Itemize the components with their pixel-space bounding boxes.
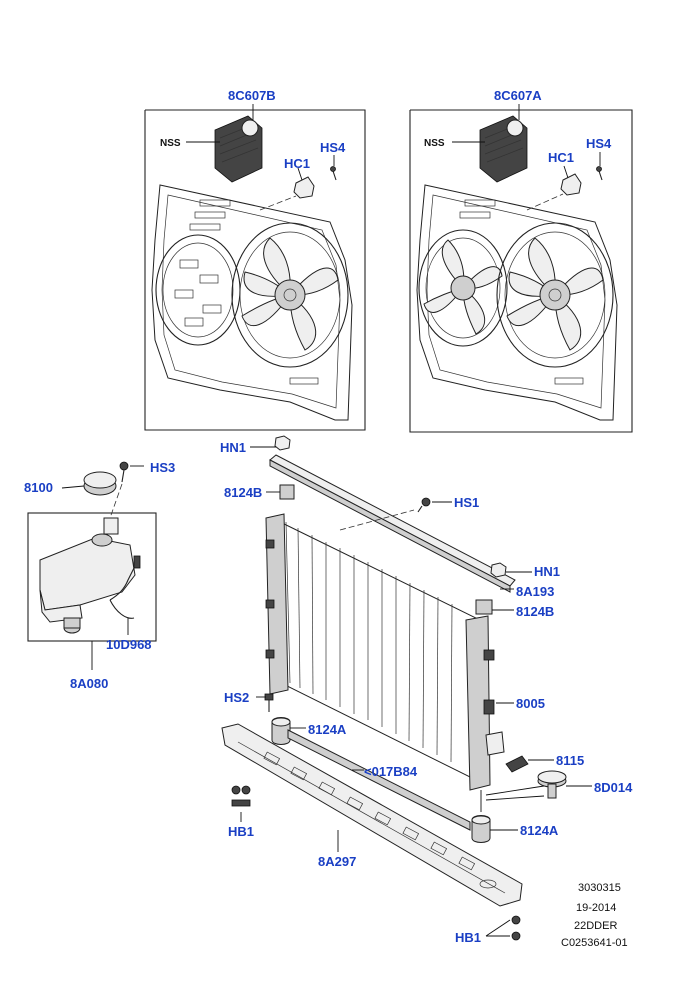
label-fan-assembly-b: 8C607B xyxy=(228,88,276,103)
label-fan-assembly-a: 8C607A xyxy=(494,88,542,103)
label-hs4-b: HS4 xyxy=(320,140,346,155)
label-deflector-8a297: 8A297 xyxy=(318,854,356,869)
reference-line-2: 19-2014 xyxy=(576,902,616,914)
coolant-reservoir-8a080 xyxy=(27,461,157,670)
label-cap-8d014: 8D014 xyxy=(594,780,633,795)
label-hn1-right: HN1 xyxy=(534,564,560,579)
label-switch-8115: 8115 xyxy=(556,753,584,768)
reference-block: 3030315 19-2014 22DDER C0253641-01 xyxy=(561,882,628,949)
label-hs3: HS3 xyxy=(150,460,175,475)
label-reservoir-8a080: 8A080 xyxy=(70,676,108,691)
reference-line-1: 3030315 xyxy=(578,882,621,894)
label-hs1: HS1 xyxy=(454,495,479,510)
label-hn1-top: HN1 xyxy=(220,440,246,455)
label-mount-8124b-top: 8124B xyxy=(224,485,262,500)
lower-deflector-8a297 xyxy=(221,723,523,941)
reference-line-4: C0253641-01 xyxy=(561,937,628,949)
label-mount-8124b-right: 8124B xyxy=(516,604,554,619)
label-radiator-8005: 8005 xyxy=(516,696,545,711)
label-cap-8100: 8100 xyxy=(24,480,53,495)
label-nss-b: NSS xyxy=(160,138,181,149)
part-labels: 8C607B 8C607A NSS NSS HS4 HS4 HC1 HC1 HN… xyxy=(24,88,633,945)
label-hb1-bottom: HB1 xyxy=(455,930,481,945)
fan-assembly-8c607b xyxy=(144,104,366,431)
fan-assembly-8c607a xyxy=(409,104,633,433)
label-hc1-b: HC1 xyxy=(284,156,310,171)
label-seal-017b84: <017B84 xyxy=(364,764,418,779)
reference-line-3: 22DDER xyxy=(574,920,617,932)
label-bush-8124a-left: 8124A xyxy=(308,722,347,737)
label-sensor-10d968: 10D968 xyxy=(106,637,152,652)
label-rail-8a193: 8A193 xyxy=(516,584,554,599)
label-hc1-a: HC1 xyxy=(548,150,574,165)
label-hb1-left: HB1 xyxy=(228,824,254,839)
radiator-8005 xyxy=(250,435,592,843)
label-hs4-a: HS4 xyxy=(586,136,612,151)
label-hs2: HS2 xyxy=(224,690,249,705)
label-nss-a: NSS xyxy=(424,138,445,149)
label-bush-8124a-right: 8124A xyxy=(520,823,559,838)
